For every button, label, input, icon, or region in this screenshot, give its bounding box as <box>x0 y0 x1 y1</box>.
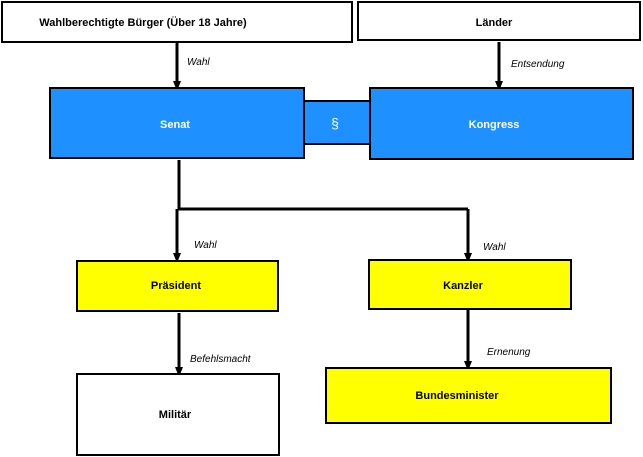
edge-label-senat-praesident: Wahl <box>194 240 217 251</box>
kongress-label: Kongress <box>469 119 520 131</box>
node-kongress: Kongress <box>369 87 634 160</box>
laender-label: Länder <box>476 17 513 29</box>
kanzler-label: Kanzler <box>443 280 483 292</box>
line-senat-branch <box>177 160 468 211</box>
node-paragraph: § <box>303 100 371 145</box>
edge-label-praesident-militaer: Befehlsmacht <box>190 354 252 365</box>
node-praesident: Präsident <box>76 260 279 312</box>
node-bundesminister: Bundesminister <box>325 367 612 424</box>
node-kanzler: Kanzler <box>368 259 572 310</box>
node-laender: Länder <box>357 1 641 41</box>
militaer-label: Militär <box>159 409 192 421</box>
node-senat: Senat <box>49 87 305 159</box>
praesident-label: Präsident <box>151 280 201 292</box>
paragraph-symbol: § <box>331 115 339 131</box>
bundesminister-label: Bundesminister <box>415 390 499 402</box>
edge-label-senat-kanzler: Wahl <box>483 242 506 253</box>
node-militaer: Militär <box>76 373 280 456</box>
edge-label-buerger-senat: Wahl <box>187 57 210 68</box>
edge-label-laender-kongress: Entsendung <box>511 59 565 70</box>
connectors <box>173 42 503 377</box>
buerger-label: Wahlberechtigte Bürger (Über 18 Jahre) <box>39 16 247 29</box>
edge-label-kanzler-bundesminister: Ernenung <box>487 347 531 358</box>
senat-label: Senat <box>160 119 190 131</box>
node-buerger: Wahlberechtigte Bürger (Über 18 Jahre) <box>1 1 353 43</box>
